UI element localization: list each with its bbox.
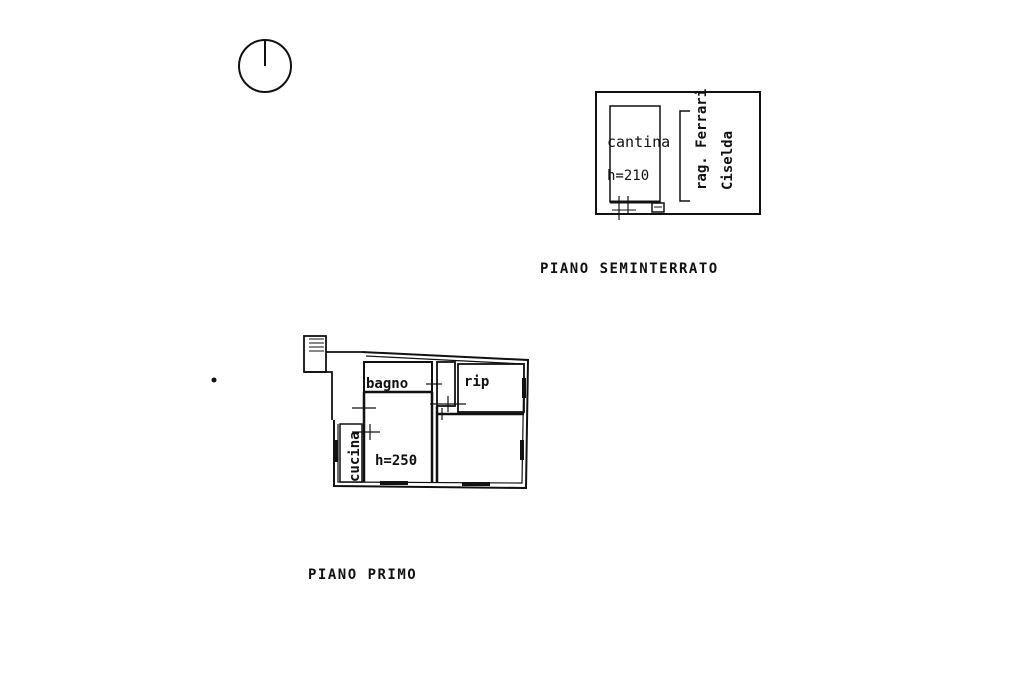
owner-title: rag. Ferrari — [694, 89, 710, 190]
exterior-stair — [303, 335, 327, 373]
first-floor-height: h=250 — [375, 453, 417, 469]
north-arrow-icon — [238, 39, 292, 93]
first-floor-outer-wall — [333, 351, 530, 490]
basement-outer-wall — [595, 91, 761, 215]
cellar-label: cantina — [607, 133, 670, 151]
cellar-height: h=210 — [607, 168, 649, 184]
kitchen-room — [339, 423, 363, 483]
owner-name: Ciselda — [720, 131, 736, 190]
basement-plan — [595, 91, 761, 220]
basement-floor-title: PIANO SEMINTERRATO — [540, 261, 719, 277]
first-floor-plan — [303, 335, 530, 490]
cellar-room — [609, 105, 661, 203]
bathroom-label: bagno — [366, 376, 408, 392]
first-floor-title: PIANO PRIMO — [308, 567, 417, 583]
storage-label: rip — [464, 374, 489, 390]
kitchen-label: cucina — [347, 431, 363, 482]
owner-bracket — [679, 110, 690, 202]
dot-mark — [211, 377, 217, 383]
